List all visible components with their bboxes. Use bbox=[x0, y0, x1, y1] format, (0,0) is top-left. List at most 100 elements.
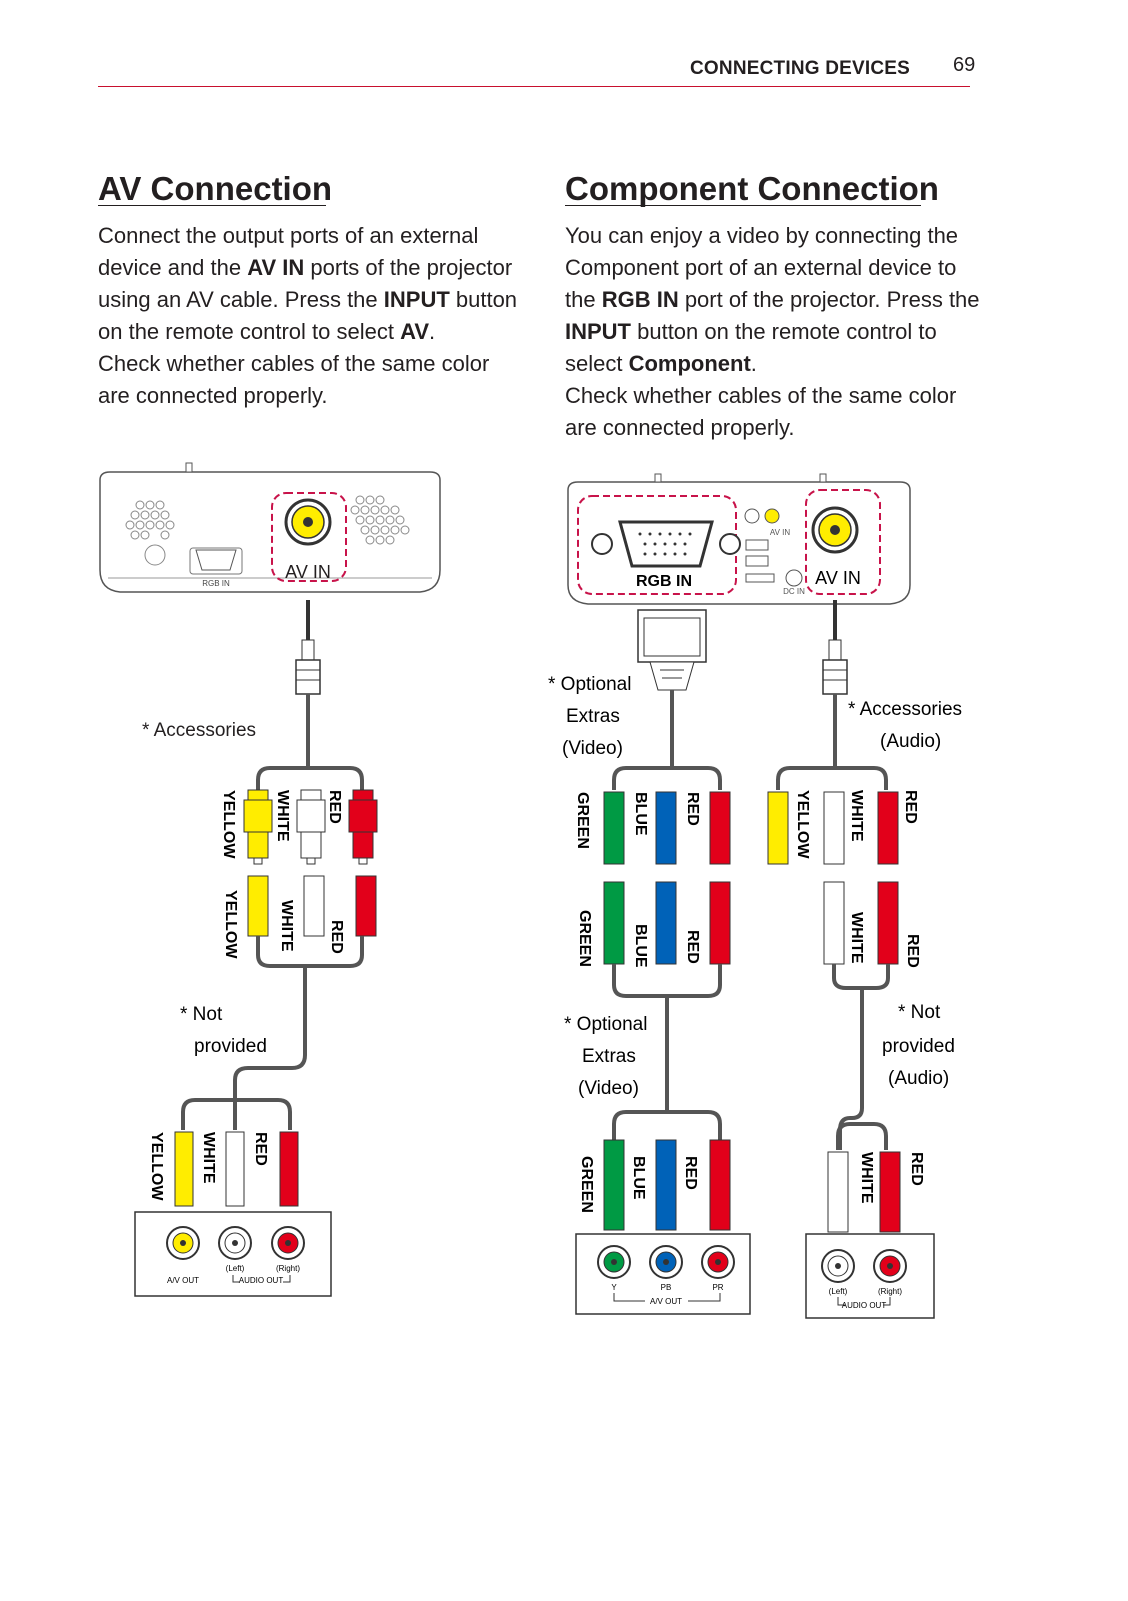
component-title-underline bbox=[565, 205, 921, 206]
av-in-label: AV IN bbox=[285, 562, 331, 582]
not-provided-audio-line1: * Not bbox=[898, 1002, 941, 1023]
av-connection-title: AV Connection bbox=[98, 170, 333, 207]
jack-right-label-right: (Right) bbox=[878, 1287, 902, 1296]
av-in-highlight-right bbox=[805, 489, 881, 595]
not-provided-label-line2: provided bbox=[194, 1036, 267, 1057]
jack-left-label-right: (Left) bbox=[829, 1287, 848, 1296]
device-plug-label-green: GREEN bbox=[578, 1156, 595, 1213]
accessories-audio-line1: * Accessories bbox=[848, 699, 962, 720]
small-ports: AV IN DC IN bbox=[744, 508, 805, 596]
av-in-highlight bbox=[271, 492, 347, 582]
av-instructions: Connect the output ports of an external … bbox=[98, 220, 518, 412]
plug-label-red: RED bbox=[326, 790, 343, 824]
speaker-grille-right bbox=[350, 495, 410, 545]
external-device-component-out: Y PB PR A/V OUT bbox=[575, 1233, 751, 1315]
plug-label-white: WHITE bbox=[274, 790, 291, 842]
y-label: Y bbox=[611, 1283, 617, 1292]
pr-label: PR bbox=[712, 1283, 723, 1292]
device-plugs-av: YELLOW WHITE RED bbox=[148, 1131, 299, 1207]
accessories-label: * Accessories bbox=[142, 720, 256, 741]
plug-label-white-audio: WHITE bbox=[848, 790, 865, 842]
plug-label-red-video-lower: RED bbox=[684, 930, 701, 964]
component-paragraph-2: Check whether cables of the same color a… bbox=[565, 383, 957, 440]
plug-label-white-audio-lower: WHITE bbox=[848, 912, 865, 964]
av-out-label: A/V OUT bbox=[167, 1276, 199, 1285]
rgb-port-small: RGB IN bbox=[189, 547, 243, 588]
audio-device-plugs: WHITE RED bbox=[827, 1151, 925, 1233]
plug-label-yellow-audio: YELLOW bbox=[794, 790, 811, 859]
device-plug-label-red-video: RED bbox=[682, 1156, 699, 1190]
jack-left-label: (Left) bbox=[226, 1264, 245, 1273]
rgb-in-label: RGB IN bbox=[636, 573, 692, 590]
component-connection-title: Component Connection bbox=[565, 170, 939, 207]
speaker-grille-left bbox=[125, 500, 175, 566]
component-paragraph-1: You can enjoy a video by connecting the … bbox=[565, 223, 980, 376]
plug-label-red-audio: RED bbox=[902, 790, 919, 824]
optional-mid-line2: Extras bbox=[582, 1046, 636, 1067]
audio-out-label-right: AUDIO OUT bbox=[842, 1301, 887, 1310]
not-provided-label-line1: * Not bbox=[180, 1004, 223, 1025]
av-out-label-right: A/V OUT bbox=[650, 1297, 682, 1306]
red-plug bbox=[348, 789, 378, 865]
plug-label-yellow-lower: YELLOW bbox=[222, 890, 239, 959]
audio-out-label: AUDIO OUT bbox=[239, 1276, 284, 1285]
pb-label: PB bbox=[661, 1283, 672, 1292]
rgb-in-port: RGB IN bbox=[591, 520, 741, 590]
dc-in-label: DC IN bbox=[783, 587, 805, 596]
av-cable-plugs-upper: YELLOW WHITE RED bbox=[220, 789, 378, 865]
av-diagram: RGB IN AV IN * Accessories bbox=[99, 462, 441, 1297]
av-paragraph-2: Check whether cables of the same color a… bbox=[98, 351, 490, 408]
plug-label-blue-lower: BLUE bbox=[632, 924, 649, 968]
plug-label-green: GREEN bbox=[574, 792, 591, 849]
rgb-in-highlight bbox=[577, 495, 737, 595]
plug-label-red-video: RED bbox=[684, 792, 701, 826]
plug-label-red-audio-lower: RED bbox=[904, 934, 921, 968]
projector-rear-left: RGB IN AV IN bbox=[99, 462, 441, 593]
page-header-section: CONNECTING DEVICES bbox=[690, 58, 911, 79]
white-plug bbox=[296, 789, 326, 865]
device-plug-label-red: RED bbox=[252, 1132, 269, 1166]
device-plug-label-white-audio: WHITE bbox=[858, 1152, 875, 1204]
projector-rear-right: RGB IN AV IN DC IN AV IN bbox=[567, 473, 911, 605]
optional-top-line3: (Video) bbox=[562, 738, 623, 759]
external-device-audio-out: (Left) (Right) AUDIO OUT bbox=[805, 1233, 935, 1319]
plug-label-yellow: YELLOW bbox=[220, 790, 237, 859]
component-instructions: You can enjoy a video by connecting the … bbox=[565, 220, 985, 444]
vga-connector bbox=[637, 609, 707, 766]
external-device-av-out: (Left) (Right) A/V OUT AUDIO OUT bbox=[134, 1211, 332, 1297]
av-cable-35mm-plug bbox=[295, 600, 321, 770]
device-plug-label-white: WHITE bbox=[200, 1132, 217, 1184]
av-cable-plugs-lower: YELLOW WHITE RED bbox=[222, 875, 377, 959]
header-rule bbox=[98, 86, 970, 87]
av-in-small-label: AV IN bbox=[770, 528, 791, 537]
optional-top-line2: Extras bbox=[566, 706, 620, 727]
device-plug-label-yellow: YELLOW bbox=[148, 1132, 165, 1201]
optional-mid-line3: (Video) bbox=[578, 1078, 639, 1099]
plug-label-blue: BLUE bbox=[632, 792, 649, 836]
plug-label-white-lower: WHITE bbox=[278, 900, 295, 952]
page-number: 69 bbox=[953, 54, 976, 76]
component-device-plugs: GREEN BLUE RED bbox=[578, 1139, 731, 1231]
av-paragraph-1: Connect the output ports of an external … bbox=[98, 223, 518, 344]
audio-35mm-plug bbox=[822, 600, 848, 770]
audio-plugs-lower: WHITE RED bbox=[823, 881, 921, 968]
plug-label-green-lower: GREEN bbox=[576, 910, 593, 967]
av-title-underline bbox=[98, 205, 326, 206]
not-provided-audio-line3: (Audio) bbox=[888, 1068, 949, 1089]
component-plugs-lower: GREEN BLUE RED bbox=[576, 881, 731, 968]
plug-label-red-lower: RED bbox=[328, 920, 345, 954]
optional-top-line1: * Optional bbox=[548, 674, 631, 695]
component-plugs-upper: GREEN BLUE RED bbox=[574, 791, 731, 865]
not-provided-audio-line2: provided bbox=[882, 1036, 955, 1057]
audio-plugs-upper: YELLOW WHITE RED bbox=[767, 790, 919, 865]
device-plug-label-red-audio: RED bbox=[908, 1152, 925, 1186]
component-diagram: RGB IN AV IN DC IN AV IN bbox=[548, 473, 962, 1319]
device-plug-label-blue: BLUE bbox=[630, 1156, 647, 1200]
jack-right-label: (Right) bbox=[276, 1264, 300, 1273]
optional-mid-line1: * Optional bbox=[564, 1014, 647, 1035]
av-in-label-right: AV IN bbox=[815, 568, 861, 588]
rgb-in-small-label: RGB IN bbox=[202, 579, 230, 588]
accessories-audio-line2: (Audio) bbox=[880, 731, 941, 752]
yellow-plug bbox=[243, 789, 273, 865]
